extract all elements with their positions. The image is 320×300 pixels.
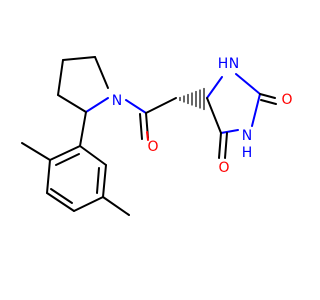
bond-n3-c4 [220,129,239,134]
molecule-structure: N H N N H O O O [21,56,293,216]
bond-pyr-4 [57,94,87,113]
bond-ar-2 [102,164,107,198]
bond-ar-6b [55,153,80,166]
bond-c4-c5 [206,97,222,134]
bond-amide-co-b [139,113,143,140]
bond-pyr-1 [94,56,109,89]
bond-ar-5 [46,159,51,194]
bond-c2-n3 [251,93,261,127]
atom-n-imid-bottom: N [242,128,252,144]
atom-h-imid-bottom: H [242,145,253,161]
stereo-hash-bond [179,87,205,111]
bond-carbonyl-ch2 [145,97,177,114]
hydantoin-ring [206,73,261,134]
bond-methyl-meta [102,196,130,216]
bond-c5-n1 [206,76,223,99]
bond-methyl-ortho [21,142,51,161]
atom-n-imid-top: N [229,56,239,72]
atom-n-pyrrolidine: N [112,93,122,109]
benzene-ring [46,145,107,212]
bond-pyr-5 [85,97,109,113]
bond-ar-3 [73,196,104,212]
bond-amide-co-ox [146,131,149,141]
atom-o-imide: O [218,160,229,176]
bond-n-carbonyl [125,99,147,114]
bond-imide-co-a [218,132,222,159]
bond-pyr-aryl [79,111,87,147]
bond-ar-2b [96,167,100,194]
bond-n1-c2 [235,73,261,95]
bond-urea-co-b [260,99,277,105]
bond-imide-co-b [224,132,228,159]
bond-pyr-2 [62,56,96,61]
bond-ar-6 [49,145,81,161]
imide-carbonyl [218,132,228,159]
bond-ar-4b [50,188,73,204]
pyrrolidine-ring [57,56,109,113]
bond-ar-4 [46,192,75,212]
atom-h-imid-top: H [218,56,229,72]
atom-o-urea: O [281,92,292,108]
bond-urea-co-a [259,93,276,99]
bond-pyr-3 [57,59,64,96]
urea-carbonyl [259,93,277,105]
amide-carbonyl [139,112,149,141]
bond-ar-1 [79,145,107,166]
atom-o-amide: O [147,139,158,155]
